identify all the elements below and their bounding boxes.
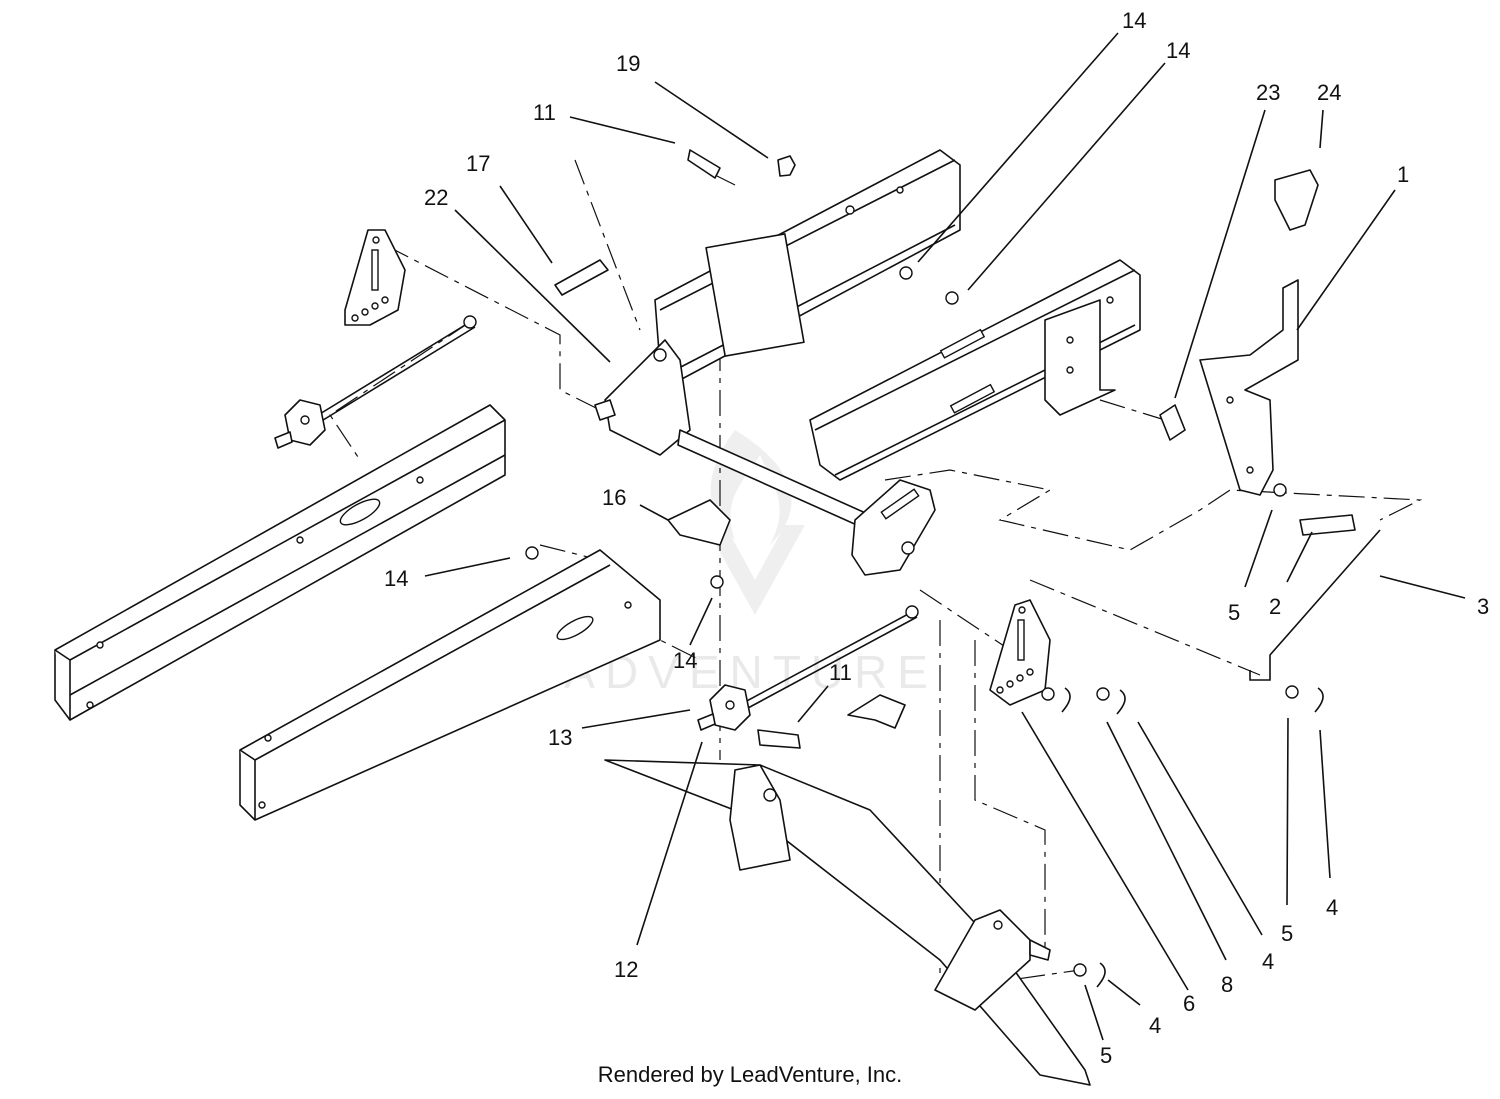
left-link-rod — [274, 315, 477, 449]
hardware — [525, 149, 1381, 988]
callout-label: 1 — [1397, 162, 1409, 187]
right-frame-rail — [239, 549, 661, 821]
callout-label: 14 — [673, 648, 697, 673]
hand-lever — [1159, 169, 1319, 496]
callouts: 14 14 19 23 24 11 1 17 22 16 5 2 3 14 14… — [384, 8, 1489, 1068]
callout-label: 11 — [533, 100, 556, 125]
callout-label: 23 — [1256, 80, 1280, 105]
right-cross-channel — [809, 259, 1141, 481]
callout-label: 14 — [1166, 38, 1190, 63]
callout-label: 6 — [1183, 991, 1195, 1016]
callout-label: 14 — [1122, 8, 1146, 33]
callout-label: 22 — [424, 185, 448, 210]
callout-label: 4 — [1262, 949, 1274, 974]
left-lift-arm — [344, 229, 406, 326]
callout-label: 5 — [1100, 1043, 1112, 1068]
right-lift-arm — [989, 599, 1051, 706]
callout-label: 16 — [602, 485, 626, 510]
deck-hanger — [604, 759, 1091, 1086]
callout-label: 11 — [829, 660, 852, 685]
callout-label: 5 — [1228, 600, 1240, 625]
callout-label: 4 — [1326, 895, 1338, 920]
callout-label: 17 — [466, 151, 490, 176]
right-link-rod — [697, 605, 919, 731]
callout-label: 2 — [1269, 594, 1281, 619]
callout-label: 5 — [1281, 921, 1293, 946]
rockshaft — [594, 339, 936, 576]
left-frame-rail — [54, 404, 506, 721]
callout-label: 19 — [616, 51, 640, 76]
footer-credit: Rendered by LeadVenture, Inc. — [597, 1062, 903, 1087]
callout-label: 13 — [548, 725, 572, 750]
callout-label: 12 — [614, 957, 638, 982]
callout-label: 24 — [1317, 80, 1341, 105]
leader-lines — [424, 32, 1466, 1041]
callout-label: 3 — [1477, 594, 1489, 619]
callout-label: 4 — [1149, 1013, 1161, 1038]
upper-cross-channel — [654, 149, 961, 381]
callout-label: 8 — [1221, 972, 1233, 997]
callout-label: 14 — [384, 566, 408, 591]
